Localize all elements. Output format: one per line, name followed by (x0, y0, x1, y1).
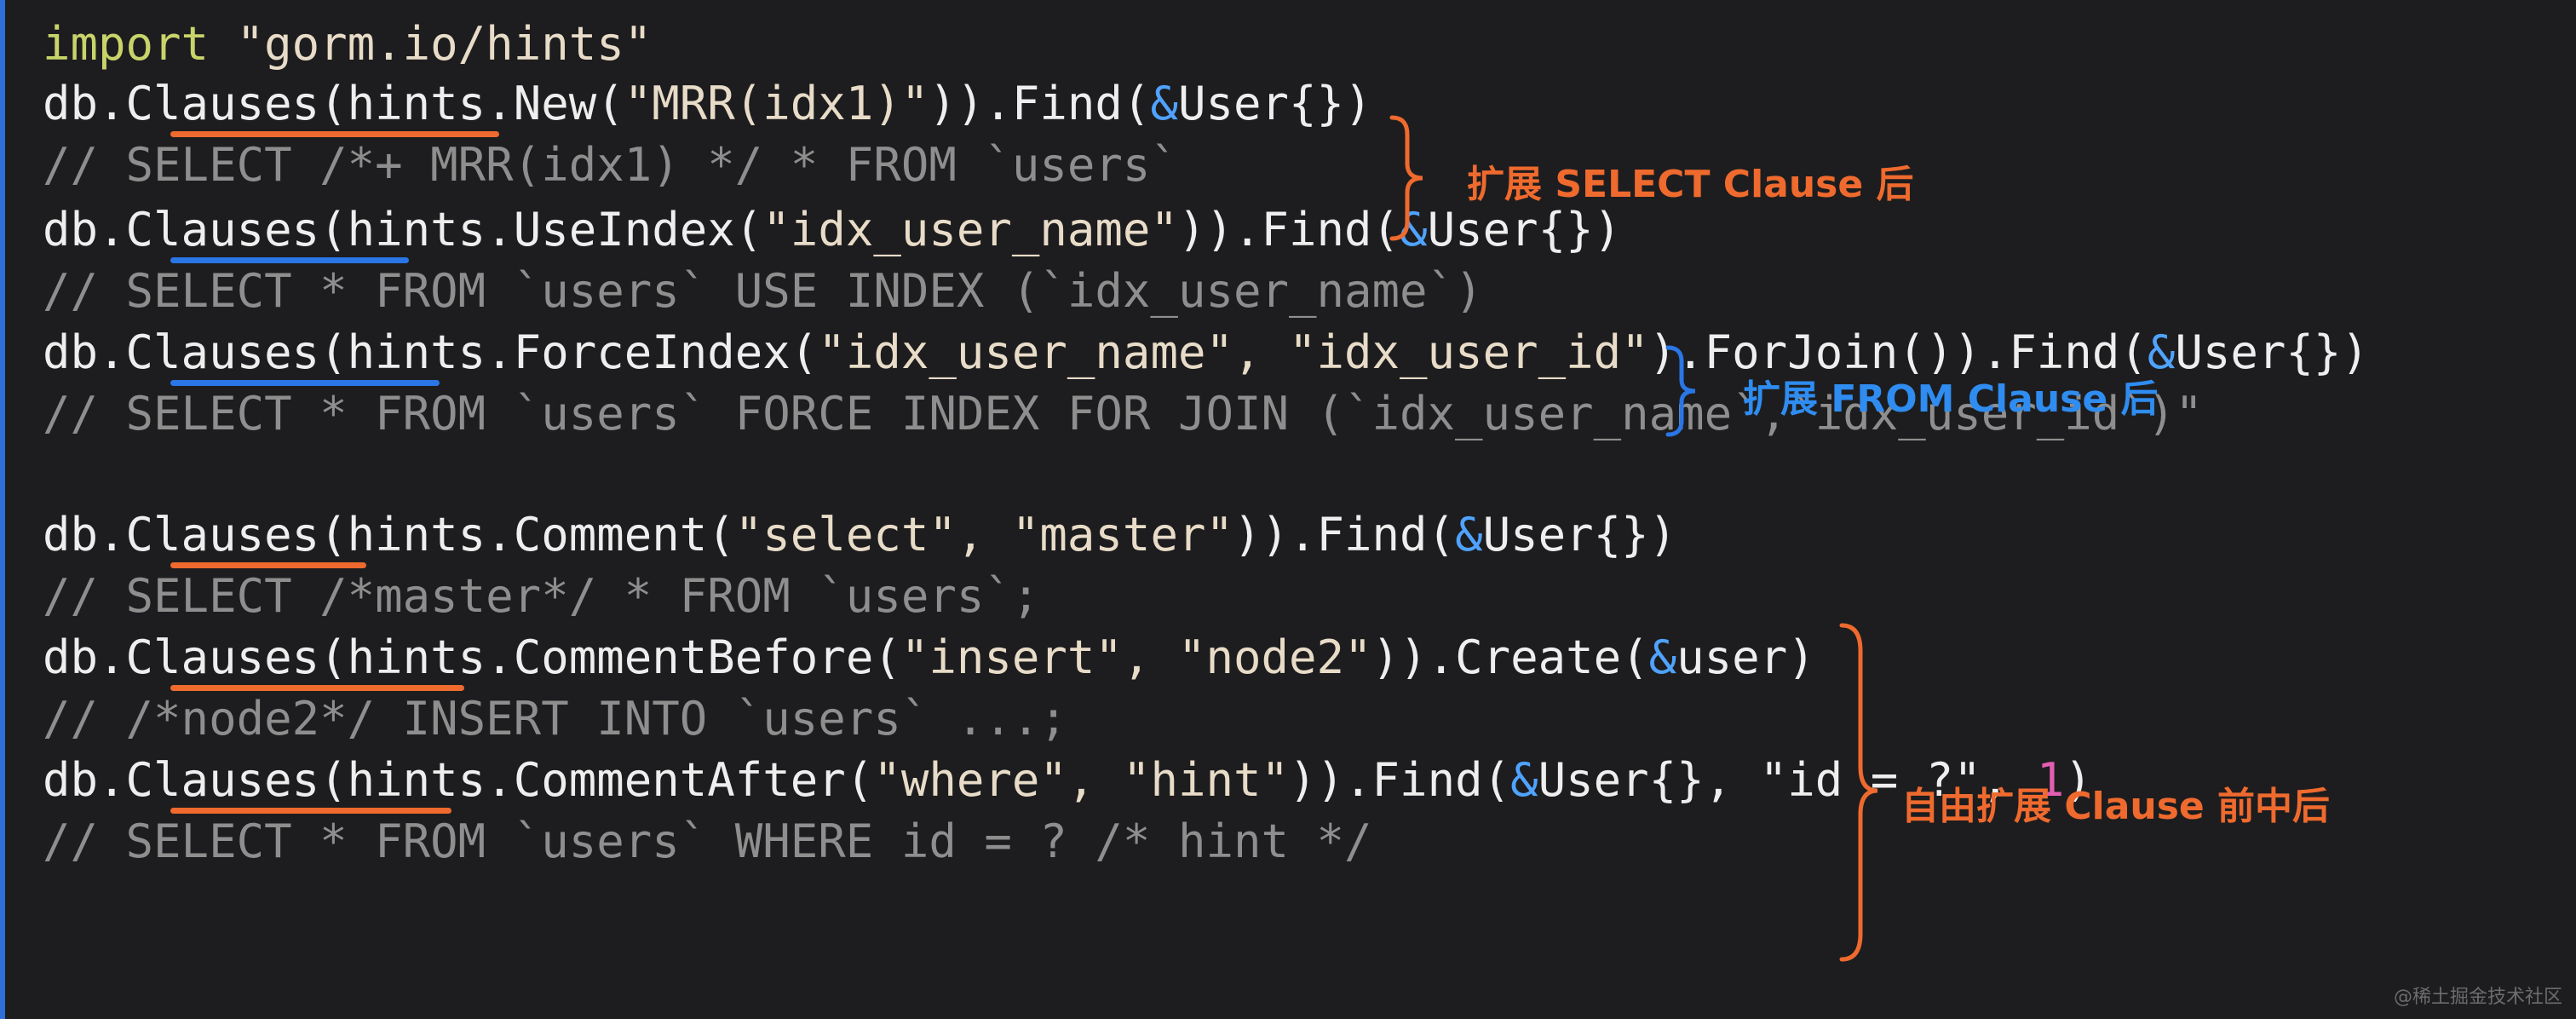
left-accent-bar (0, 0, 5, 1019)
code-prefix: db.Clauses( (43, 753, 348, 807)
code-arg: "idx_user_name" (762, 203, 1178, 256)
code-call: hints.CommentBefore( (347, 630, 901, 684)
code-line-hints-new: db.Clauses(hints.New("MRR(idx1)")).Find(… (43, 77, 1372, 131)
code-suffix: )).Find( (1233, 508, 1456, 561)
code-suffix: ).ForJoin()).Find( (1648, 325, 2148, 379)
comment-hints-commentbefore: // /*node2*/ INSERT INTO `users` ...; (43, 692, 1067, 746)
annotation-from-clause: 扩展 FROM Clause 后 (1743, 377, 2159, 421)
underline-hints-commentafter (170, 808, 451, 814)
code-amp: & (1510, 753, 1538, 807)
code-tail: User{}) (1482, 508, 1677, 561)
comment-hints-comment: // SELECT /*master*/ * FROM `users`; (43, 569, 1040, 623)
code-line-hints-forceindex: db.Clauses(hints.ForceIndex("idx_user_na… (43, 325, 2369, 380)
code-line-hints-commentafter: db.Clauses(hints.CommentAfter("where", "… (43, 753, 2092, 808)
code-number: 1 (2036, 753, 2065, 807)
code-line-hints-commentbefore: db.Clauses(hints.CommentBefore("insert",… (43, 630, 1815, 685)
code-call: hints.CommentAfter( (347, 753, 874, 807)
code-amp: & (1455, 508, 1483, 561)
import-keyword: import (43, 17, 210, 71)
code-suffix: )).Create( (1371, 630, 1649, 684)
code-tail: User{}) (1427, 203, 1622, 256)
code-amp: & (1150, 77, 1178, 130)
orange-brace-icon (1389, 115, 1423, 241)
code-prefix: db.Clauses( (43, 77, 348, 130)
comment-hints-useindex: // SELECT * FROM `users` USE INDEX (`idx… (43, 264, 1483, 318)
underline-hints-new (170, 131, 499, 137)
code-prefix: db.Clauses( (43, 508, 348, 561)
code-amp: & (1648, 630, 1677, 684)
code-prefix: db.Clauses( (43, 203, 348, 256)
code-prefix: db.Clauses( (43, 630, 348, 684)
underline-hints-useindex (170, 257, 409, 263)
code-suffix: )).Find( (929, 77, 1151, 130)
code-line-hints-comment: db.Clauses(hints.Comment("select", "mast… (43, 508, 1676, 562)
blue-brace-icon (1665, 345, 1696, 437)
code-call: hints.New( (347, 77, 624, 130)
comment-hints-forceindex: // SELECT * FROM `users` FORCE INDEX FOR… (43, 387, 2203, 440)
comment-hints-commentafter: // SELECT * FROM `users` WHERE id = ? /*… (43, 815, 1372, 868)
code-suffix: )).Find( (1177, 203, 1400, 256)
underline-hints-commentbefore (170, 685, 464, 691)
code-call: hints.Comment( (347, 508, 735, 561)
underline-hints-comment (170, 562, 366, 568)
code-arg: "where", "hint" (873, 753, 1290, 807)
code-call: hints.UseIndex( (347, 203, 763, 256)
code-tail: user) (1676, 630, 1815, 684)
annotation-free-clause: 自由扩展 Clause 前中后 (1901, 785, 2331, 828)
code-arg: "MRR(idx1)" (624, 77, 929, 130)
code-tail: User{}) (1177, 77, 1372, 130)
orange-large-brace-icon (1839, 623, 1878, 962)
code-arg: "select", "master" (734, 508, 1233, 561)
code-suffix: )).Find( (1289, 753, 1511, 807)
code-tail: User{}) (2175, 325, 2369, 379)
comment-hints-new: // SELECT /*+ MRR(idx1) */ * FROM `users… (43, 138, 1178, 192)
annotation-select-clause: 扩展 SELECT Clause 后 (1467, 163, 1914, 206)
code-arg: "insert", "node2" (900, 630, 1372, 684)
code-tail: User{}, "id = ?", (1538, 753, 2037, 807)
code-line-hints-useindex: db.Clauses(hints.UseIndex("idx_user_name… (43, 203, 1621, 257)
underline-hints-forceindex (170, 380, 440, 386)
code-prefix: db.Clauses( (43, 325, 348, 379)
code-arg: "idx_user_name", "idx_user_id" (818, 325, 1649, 379)
code-close: ) (2064, 753, 2092, 807)
import-path: "gorm.io/hints" (209, 17, 653, 71)
code-amp: & (2147, 325, 2176, 379)
watermark: @稀土掘金技术社区 (2393, 987, 2562, 1008)
import-line: import "gorm.io/hints" (43, 17, 652, 72)
code-call: hints.ForceIndex( (347, 325, 819, 379)
